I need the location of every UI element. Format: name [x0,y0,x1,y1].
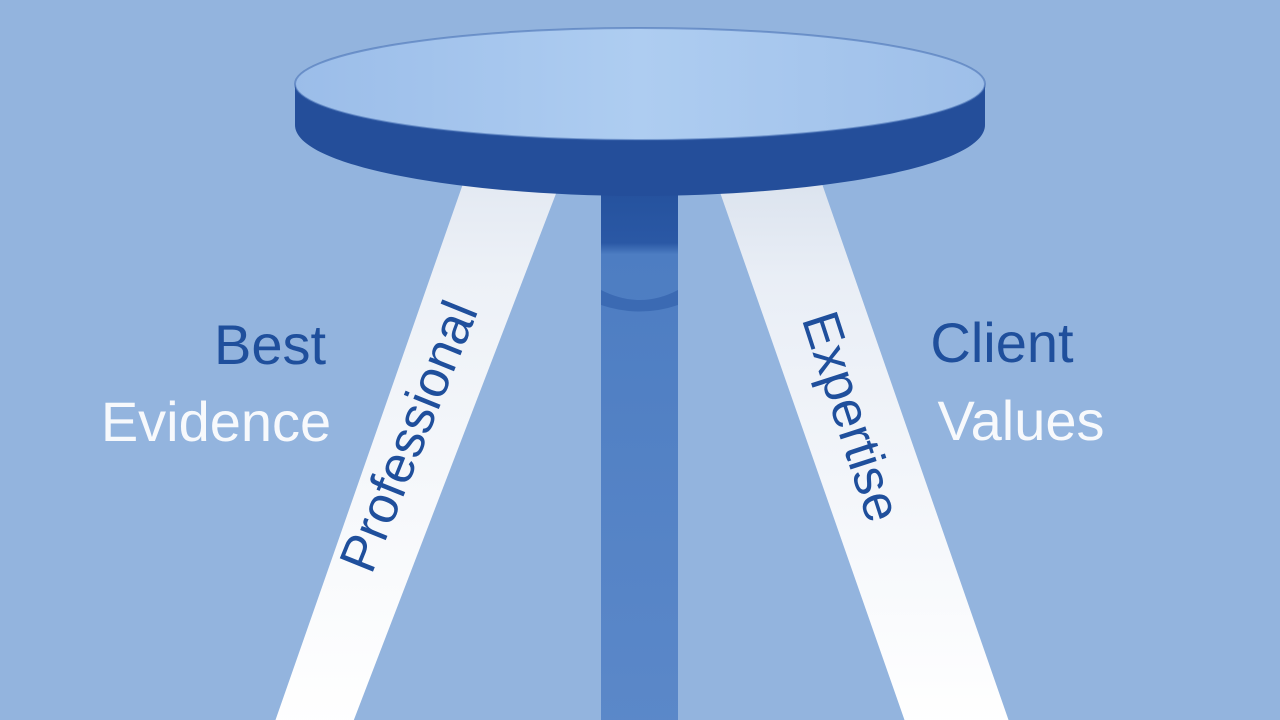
right-leg [715,178,1009,720]
client-values-label-line2: Values [937,389,1104,452]
seat-top-edge [294,27,986,141]
client-values-label-line1: Client [930,311,1074,374]
seat-top [295,28,985,140]
left-leg [275,178,562,720]
center-leg [601,150,678,720]
center-leg-shade [601,290,678,312]
best-evidence-label-line1: Best [214,313,326,376]
best-evidence-label-line2: Evidence [101,390,331,453]
